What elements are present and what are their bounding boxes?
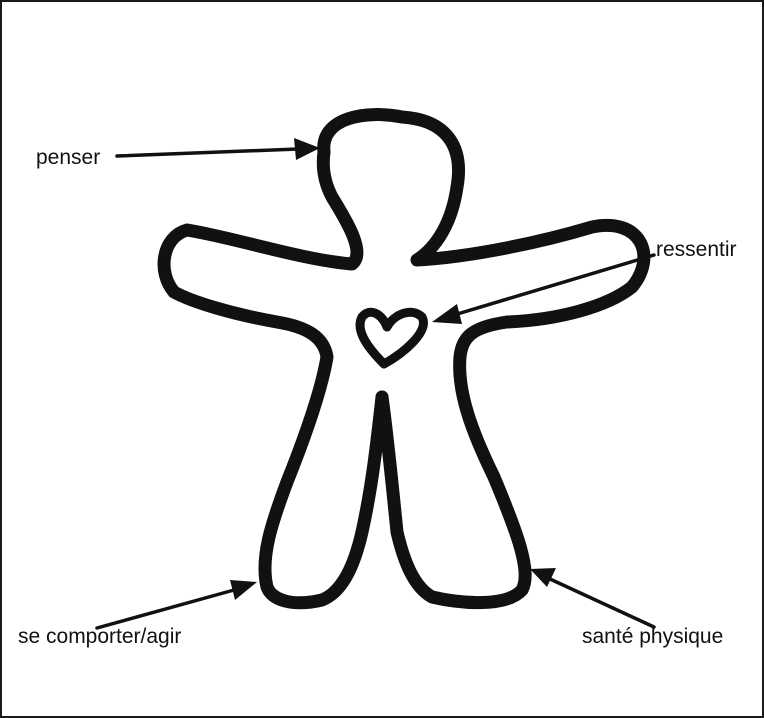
label-penser: penser (36, 146, 100, 169)
arrowhead-penser (294, 138, 320, 160)
body-outline-left (164, 152, 382, 603)
body-outline (324, 115, 644, 603)
arrowhead-se-comporter (230, 580, 257, 600)
arrow-penser (117, 149, 298, 156)
arrow-se-comporter (97, 590, 234, 628)
label-ressentir: ressentir (656, 238, 737, 261)
arrowhead-sante (530, 568, 556, 587)
arrow-sante (550, 579, 654, 627)
heart-outline (360, 312, 423, 364)
arrowhead-ressentir (432, 304, 462, 324)
label-se-comporter: se comporter/agir (18, 625, 181, 648)
label-sante-physique: santé physique (582, 625, 723, 648)
